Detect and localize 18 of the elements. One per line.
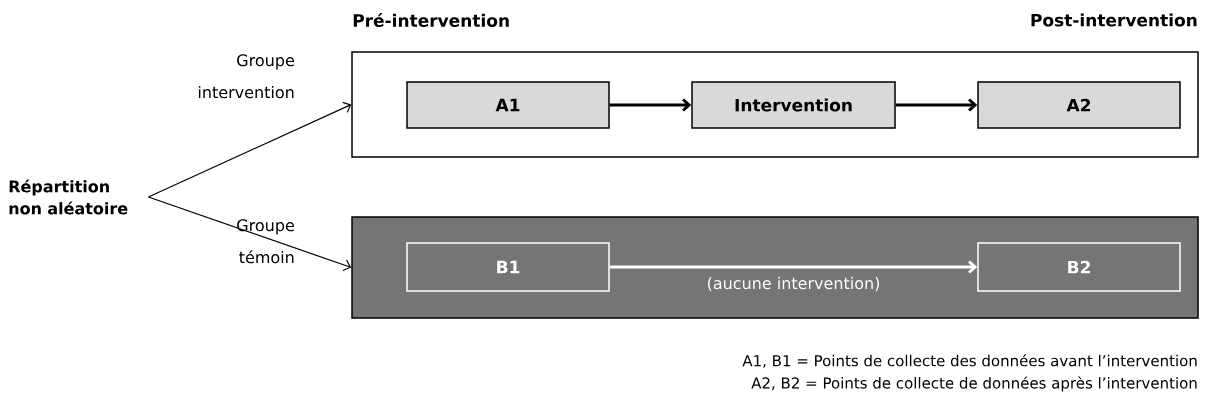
arrow [609,260,978,274]
arrow [147,101,352,198]
phase-heading: Pré-intervention [353,13,509,27]
legend-note: A1, B1 = Points de collecte des données avant l’intervention [742,354,1197,368]
step-box: B1 [406,242,610,292]
step-box: A1 [406,81,610,129]
step-box: Intervention [691,81,896,129]
arrow [147,196,352,272]
node-label: Groupe témoin [237,219,294,264]
arrow [895,98,978,112]
step-box: B2 [977,242,1181,292]
node-label: Groupe intervention [198,54,294,99]
legend-note: A2, B2 = Points de collecte de données après l’intervention [751,376,1197,392]
assignment-label: Répartition non aléatoire [9,179,128,215]
phase-heading: Post-intervention [1031,13,1197,27]
arrow [609,98,692,112]
step-box: A2 [977,81,1181,129]
edge-label: (aucune intervention) [708,276,880,292]
